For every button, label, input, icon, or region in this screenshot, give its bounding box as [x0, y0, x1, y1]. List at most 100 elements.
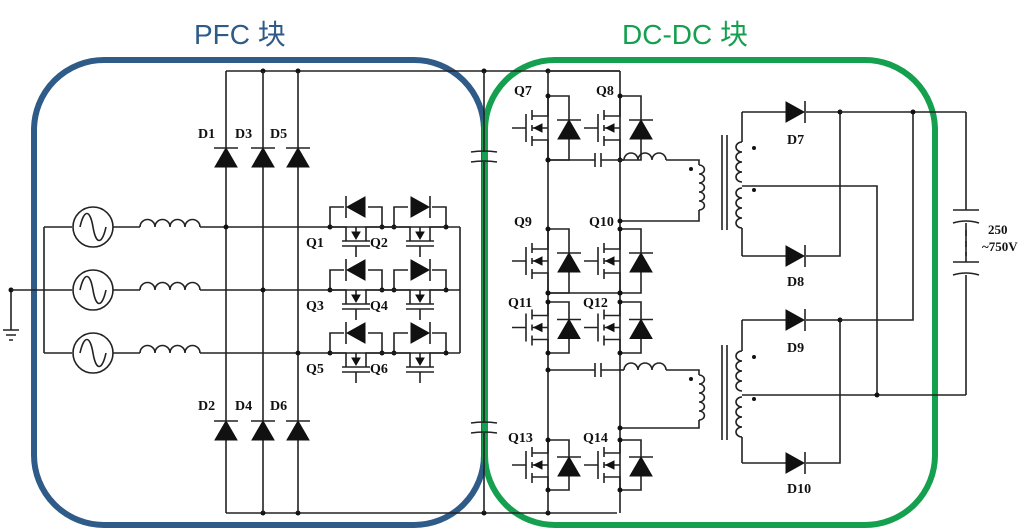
junction [617, 299, 623, 305]
wire [512, 229, 549, 293]
wire [393, 206, 447, 227]
pfc-block-title: PFC 块 [194, 19, 286, 50]
wire [548, 439, 570, 491]
label-D10: D10 [787, 482, 811, 497]
label-Q4: Q4 [370, 299, 388, 314]
switch-Q7 [512, 93, 581, 163]
label-D7: D7 [787, 133, 804, 148]
junction [545, 299, 551, 305]
junction [617, 93, 623, 99]
body-diode-Q3 [345, 259, 366, 281]
resonant-capacitor-icon [594, 153, 602, 167]
label-D4: D4 [235, 399, 252, 414]
wire [742, 111, 841, 257]
wire [394, 289, 446, 320]
secondary-winding-bottom-icon [735, 396, 743, 438]
switch-Q5: Q5 [306, 322, 385, 383]
body-diode-Q14 [629, 456, 653, 477]
input-inductor-icon [139, 344, 201, 354]
wire [584, 440, 621, 490]
wire [666, 159, 700, 165]
label-D9: D9 [787, 341, 804, 356]
wire [548, 301, 570, 354]
wire [584, 96, 621, 160]
diode-D4 [251, 420, 275, 441]
ac-source-icon [72, 332, 114, 374]
wire [330, 289, 382, 320]
diode-D1 [214, 147, 238, 168]
wire [742, 319, 841, 464]
wire [393, 269, 447, 290]
junction [545, 487, 551, 493]
body-diode-Q12 [629, 318, 653, 339]
diode-D3 [251, 147, 275, 168]
body-diode-Q10 [629, 252, 653, 273]
wire [329, 269, 383, 290]
wire [620, 210, 700, 222]
body-diode-Q5 [345, 322, 366, 344]
junction [260, 287, 266, 293]
primary-winding-icon [698, 374, 706, 421]
output-capacitors [952, 112, 980, 395]
diode-D7 [785, 101, 806, 123]
wire [620, 439, 642, 491]
body-diode-Q8 [629, 119, 653, 140]
input-inductor-icon [139, 281, 201, 291]
ac-source-icon [72, 269, 114, 311]
transformer-core-icon [721, 135, 728, 230]
wire [742, 111, 966, 396]
wire [620, 228, 642, 294]
label-Q13: Q13 [508, 431, 533, 446]
wire [329, 206, 383, 227]
junction [545, 350, 551, 356]
body-diode-Q4 [410, 259, 431, 281]
switch-Q12 [584, 299, 653, 356]
dc-link-capacitors [470, 71, 498, 513]
label-D6: D6 [270, 399, 287, 414]
junction [617, 226, 623, 232]
secondary-winding-top-icon [735, 141, 743, 183]
body-diode-Q2 [410, 196, 431, 218]
label-Q8: Q8 [596, 84, 614, 99]
body-diode-Q1 [345, 196, 366, 218]
junction [545, 290, 551, 296]
wire [620, 420, 700, 429]
label-D8: D8 [787, 275, 804, 290]
junction [545, 93, 551, 99]
wire [330, 352, 382, 383]
wire [620, 301, 642, 354]
wire [329, 332, 383, 353]
switch-Q4: Q4 [370, 259, 449, 320]
label-Q7: Q7 [514, 84, 532, 99]
body-diode-Q7 [557, 119, 581, 140]
body-diode-Q13 [557, 456, 581, 477]
transformer-core-icon [721, 345, 728, 440]
resonant-capacitor-icon [594, 363, 602, 377]
output-voltage-line1: 250 [988, 222, 1008, 237]
body-diode-Q6 [410, 322, 431, 344]
junction [617, 290, 623, 296]
wire [620, 95, 642, 161]
switch-Q11 [512, 299, 581, 356]
resonant-inductor-icon [623, 152, 667, 161]
ac-source-icon [72, 206, 114, 248]
wire [512, 96, 549, 160]
input-inductor-icon [139, 218, 201, 228]
label-D2: D2 [198, 399, 215, 414]
diode-D8 [785, 245, 806, 267]
wire [394, 352, 446, 383]
junction [545, 157, 551, 163]
body-diode-Q11 [557, 318, 581, 339]
label-Q2: Q2 [370, 236, 388, 251]
junction [617, 487, 623, 493]
label-Q1: Q1 [306, 236, 324, 251]
label-Q11: Q11 [508, 296, 532, 311]
label-D1: D1 [198, 127, 215, 142]
junction [617, 218, 623, 224]
resonant-inductor-icon [623, 362, 667, 371]
junction [617, 437, 623, 443]
diode-D9 [785, 309, 806, 331]
